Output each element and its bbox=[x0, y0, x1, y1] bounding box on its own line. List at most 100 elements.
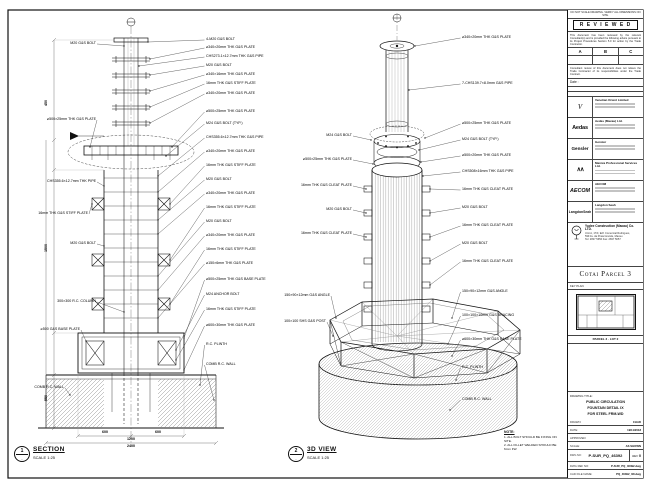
note-line: 2. ALL FILLET WELDED SHOULD BE 6mm FW. bbox=[504, 442, 557, 452]
aedas-logo: Aedas bbox=[568, 117, 593, 138]
manica-logo: ∧∧ bbox=[568, 159, 593, 180]
revision-cell: REV 0 bbox=[629, 450, 641, 461]
key-plan-drawing bbox=[575, 294, 636, 331]
firm-name: Gensler bbox=[593, 139, 643, 159]
ref-value: P-SUR_PQ_46392.dwg bbox=[610, 463, 641, 468]
firm-name-text: Gensler bbox=[595, 139, 607, 144]
section-view-title: 1 - SECTION SCALE 1:25 bbox=[14, 446, 65, 462]
section-view-geometry bbox=[38, 17, 224, 446]
date-value: 19/11/2018 bbox=[627, 427, 641, 432]
rev-label: REV bbox=[632, 453, 638, 458]
3d-view-tag: 2 - bbox=[288, 446, 304, 462]
notes-block: NOTE: 1. ALL BOLT SHOULD BE FIXING ON SI… bbox=[504, 430, 564, 451]
section-tag-number: 1 bbox=[20, 448, 24, 454]
title-block: DO NOT SCALE DRAWING. VERIFY ALL DIMENSI… bbox=[567, 10, 643, 478]
contractor-phone: Tel: 2837 5656 Fax: 2837 5657 bbox=[585, 238, 621, 242]
grade-b-label: B bbox=[603, 49, 607, 55]
keyplan-caption: PARCEL 3 - LOT 2 bbox=[568, 336, 643, 344]
review-note: This document has been reviewed by the r… bbox=[568, 32, 643, 49]
contractor-tree-logo bbox=[571, 225, 582, 240]
grade-a-label: A bbox=[578, 49, 582, 55]
langdonseah-logo: LangdonSeah bbox=[568, 201, 593, 222]
firm-name: Manica Professional Services Ltd. bbox=[593, 160, 643, 180]
firm-name: Aedas (Macau) Ltd. bbox=[593, 118, 643, 138]
cad-value: PQ_46392_3D.dwg bbox=[616, 472, 641, 476]
firm-name: AECOM bbox=[593, 181, 643, 201]
tb-top-note-text: DO NOT SCALE DRAWING. VERIFY ALL DIMENSI… bbox=[570, 11, 641, 17]
drawing-title-line: FOUNTAIN DETAIL IX bbox=[587, 406, 624, 410]
review-grade-body bbox=[568, 56, 643, 66]
reviewed-stamp-text: R E V I E W E D bbox=[572, 20, 639, 30]
approved-label: APPROVED: bbox=[570, 435, 587, 440]
3d-view-title: 2 - 3D VIEW SCALE 1:25 bbox=[288, 446, 337, 462]
drawn-label: DRAWN: bbox=[570, 419, 582, 424]
approved-row: APPROVED: bbox=[568, 434, 643, 442]
aecom-logo: AECOM bbox=[568, 180, 593, 201]
firm-name-text: AECOM bbox=[595, 181, 607, 186]
key-plan bbox=[568, 290, 643, 336]
date-row: Date : bbox=[568, 79, 643, 87]
3d-title-text: 3D VIEW bbox=[307, 446, 337, 453]
grade-c-cell: C bbox=[619, 48, 643, 55]
section-scale-text: SCALE 1:25 bbox=[33, 454, 56, 460]
keyplan-label: KEY PLAN bbox=[568, 283, 643, 290]
firm-row-aedas: Aedas Aedas (Macau) Ltd. bbox=[568, 117, 643, 139]
section-view-tag: 1 - bbox=[14, 446, 30, 462]
section-title-text: SECTION bbox=[33, 446, 65, 453]
contractor-address: Unit A, 17/F, Edf. Comercial Rodrigues, bbox=[585, 232, 630, 236]
firm-name: Venetian Orient Limited bbox=[593, 97, 643, 117]
grade-c-label: C bbox=[629, 49, 633, 55]
firm-row-manica: ∧∧ Manica Professional Services Ltd. bbox=[568, 159, 643, 181]
scale-label: SCALE: bbox=[570, 443, 580, 448]
firm-row-gensler: Gensler Gensler bbox=[568, 138, 643, 160]
drawing-title-line: FOR STEEL FRM-WD bbox=[587, 412, 624, 416]
reviewed-stamp: R E V I E W E D bbox=[568, 19, 643, 32]
firm-name: Langdon Seah bbox=[593, 202, 643, 222]
drawn-value: CHAD bbox=[632, 419, 641, 424]
section-tag-sheet: - bbox=[21, 456, 23, 461]
sheet-border bbox=[7, 9, 644, 479]
ref-label: DWG REF NO: bbox=[570, 463, 589, 468]
notes-heading: NOTE: bbox=[504, 430, 515, 434]
firm-name-text: Manica Professional Services Ltd. bbox=[595, 160, 638, 169]
contractor-name: Yudee Construction (Macau) Co. LTD. bbox=[585, 223, 635, 232]
firm-row-aecom: AECOM AECOM bbox=[568, 180, 643, 202]
drawn-row: DRAWN: CHAD bbox=[568, 418, 643, 426]
firm-name-text: Venetian Orient Limited bbox=[595, 97, 629, 102]
contractor-block: Yudee Construction (Macau) Co. LTD. Unit… bbox=[568, 223, 643, 267]
scale-row: SCALE: AS SHOWN bbox=[568, 442, 643, 450]
grade-b-cell: B bbox=[593, 48, 619, 56]
date-info-row: DATE: 19/11/2018 bbox=[568, 426, 643, 434]
firm-row-langdonseah: LangdonSeah Langdon Seah bbox=[568, 201, 643, 223]
rev-value: 0 bbox=[639, 453, 641, 458]
grade-a-cell: A bbox=[568, 48, 594, 56]
contractor-address: 599 Av. da Praia Grande, Macau bbox=[585, 235, 623, 239]
firm-name-text: Langdon Seah bbox=[595, 202, 616, 207]
blank-row bbox=[568, 92, 643, 97]
drawing-title-label: DRAWING TITLE: bbox=[570, 393, 593, 398]
consultant-note: Consultant review of this document does … bbox=[568, 65, 643, 79]
firm-row-venetian: V Venetian Orient Limited bbox=[568, 96, 643, 118]
firm-name-text: Aedas (Macau) Ltd. bbox=[595, 118, 623, 123]
review-grade-header: A B C bbox=[568, 48, 643, 57]
tb-spacer bbox=[568, 344, 643, 392]
cad-file-row: CAD FILE NAME: PQ_46392_3D.dwg bbox=[568, 470, 643, 478]
cad-label: CAD FILE NAME: bbox=[570, 472, 593, 476]
3d-tag-number: 2 bbox=[294, 448, 298, 454]
project-name: Cotai Parcel 3 bbox=[568, 267, 643, 283]
note-line: 1. ALL BOLT SHOULD BE FIXING ON SITE. bbox=[504, 434, 557, 443]
venetian-logo: V bbox=[568, 96, 593, 117]
3d-tag-sheet: - bbox=[295, 456, 297, 461]
dwg-number-row: DWG NO: P-SUR_PQ_46392 REV 0 bbox=[568, 450, 643, 462]
gensler-logo: Gensler bbox=[568, 138, 593, 159]
drawing-title-line: PUBLIC CIRCULATION bbox=[586, 400, 625, 404]
dwg-ref-row: DWG REF NO: P-SUR_PQ_46392.dwg bbox=[568, 462, 643, 470]
blank-row bbox=[568, 87, 643, 92]
tb-top-note: DO NOT SCALE DRAWING. VERIFY ALL DIMENSI… bbox=[568, 10, 643, 19]
3d-view-geometry bbox=[318, 13, 521, 440]
dwg-label: DWG NO: bbox=[570, 454, 582, 457]
contractor-text: Yudee Construction (Macau) Co. LTD. Unit… bbox=[585, 223, 641, 264]
date-label: DATE: bbox=[570, 427, 579, 432]
